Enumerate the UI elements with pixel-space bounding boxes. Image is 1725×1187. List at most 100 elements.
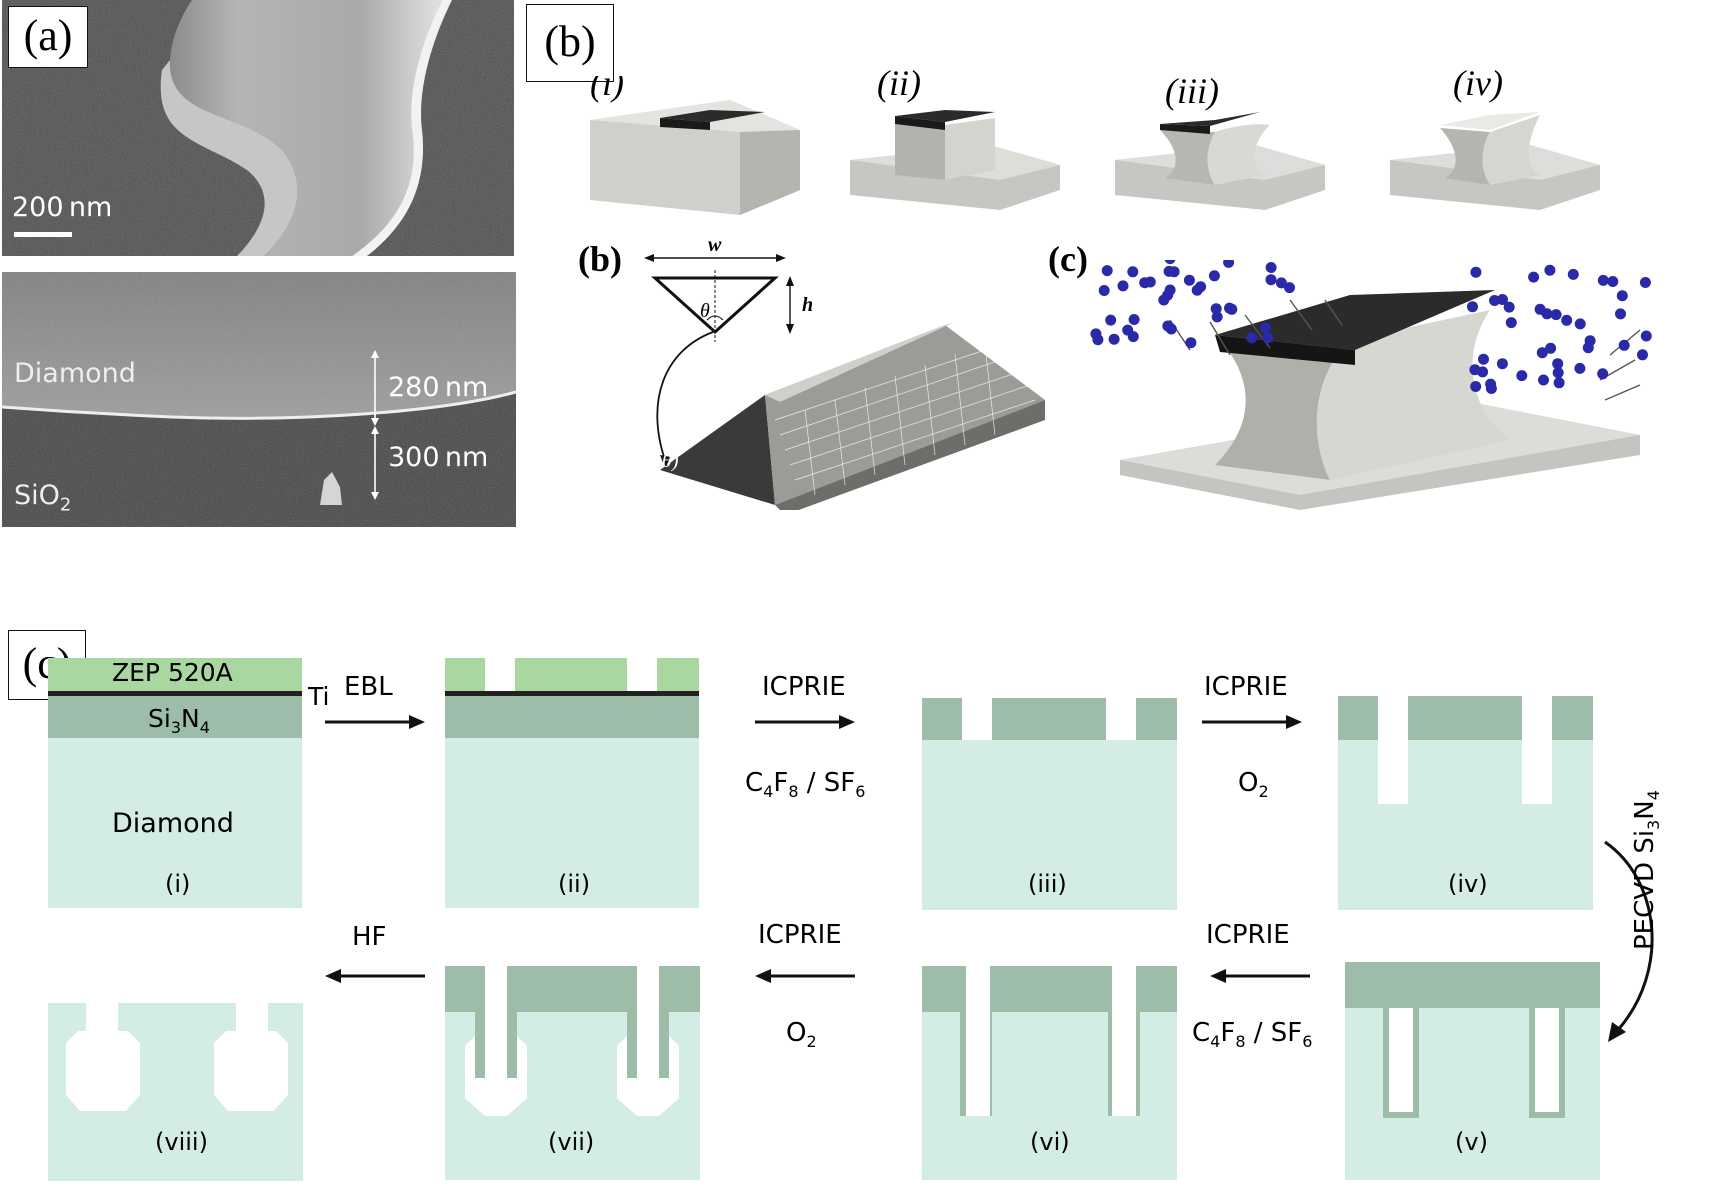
ion-particle: [1208, 270, 1220, 282]
ion-particle: [1550, 309, 1562, 321]
label-hf: HF: [352, 922, 387, 952]
step-label-c-ii: (ii): [558, 870, 591, 898]
ion-particle: [1545, 342, 1557, 354]
nitride-label: Si3N4: [148, 704, 210, 737]
step-label-c-iii: (iii): [1028, 870, 1067, 898]
render-step-iv: [1390, 112, 1600, 210]
ion-particle: [1092, 334, 1104, 346]
stack-iii: [922, 698, 1177, 910]
label-icprie-2: ICPRIE: [1204, 672, 1288, 702]
sub-b-label: (b): [578, 239, 622, 279]
theta-arc-label: θ): [662, 450, 679, 472]
zep-block-mid: [515, 658, 627, 691]
ion-particle: [1485, 378, 1497, 390]
ion-particle: [1478, 353, 1489, 365]
ion-particle: [1139, 277, 1151, 289]
step-label-c-i: (i): [165, 870, 191, 898]
nitride-layer: [48, 696, 302, 738]
ion-particle: [1127, 331, 1139, 343]
ion-particle: [1164, 260, 1176, 265]
panel-b-label: (b): [526, 4, 614, 82]
triangle-cross-section: [644, 254, 794, 342]
thickness-arrows: [371, 350, 379, 500]
step-label-iv: (iv): [1453, 63, 1503, 103]
ion-particle: [1101, 265, 1113, 277]
ion-particle: [1639, 277, 1651, 288]
ion-particle: [1477, 366, 1489, 378]
render-step-iii: [1115, 112, 1325, 210]
label-gas-c4f8-sf6-1: C4F8 / SF6: [745, 768, 866, 802]
ion-etch-render: [1120, 290, 1641, 510]
ion-particle: [1262, 332, 1274, 344]
ion-particle: [1105, 314, 1117, 326]
h-label: h: [802, 294, 814, 316]
ion-particle: [1185, 337, 1197, 349]
ion-particle: [1516, 370, 1528, 382]
step-label-c-v: (v): [1455, 1128, 1488, 1156]
arrow-right-icprie-2: [1202, 715, 1302, 729]
zep-block-right: [657, 658, 699, 691]
ion-particle: [1224, 302, 1235, 314]
zep-layer: [48, 658, 302, 691]
stack-vii: [445, 966, 700, 1180]
stack-i: [48, 658, 302, 908]
ion-particle: [1538, 374, 1549, 386]
thickness-label-top: 280 nm: [388, 372, 489, 403]
ion-particle: [1210, 303, 1222, 315]
ion-particle: [1284, 282, 1295, 294]
ti-layer: [445, 691, 699, 696]
label-o2-2: O2: [786, 1018, 817, 1052]
arrow-left-icprie-2: [1210, 969, 1310, 983]
ion-particle: [1497, 294, 1508, 305]
ion-particle: [1505, 317, 1517, 329]
ion-particle: [1552, 358, 1564, 370]
diamond-label: Diamond: [112, 808, 234, 839]
ion-particle: [1108, 333, 1120, 345]
panel-a: (a) 200 nm Diamond SiO2 280 nm 300 nm: [0, 0, 520, 530]
ion-particle: [1503, 301, 1515, 313]
scale-bar-label: 200 nm: [12, 192, 113, 223]
step-label-c-vi: (vi): [1030, 1128, 1070, 1156]
layer-label-diamond: Diamond: [14, 358, 136, 389]
ion-particle: [1183, 274, 1195, 286]
render-step-i: [590, 100, 800, 215]
ion-particle: [1496, 358, 1508, 370]
step-label-c-viii: (viii): [155, 1128, 208, 1156]
ion-particle: [1567, 268, 1579, 280]
stack-iv: [1338, 696, 1593, 910]
label-o2-1: O2: [1238, 768, 1269, 802]
label-icprie-4: ICPRIE: [1206, 920, 1290, 950]
panel-b: (b) (i) (ii) (iii) (iv) (b): [520, 0, 1725, 530]
ion-particle: [1470, 266, 1482, 278]
ion-particle: [1191, 284, 1203, 296]
ion-particle: [1165, 323, 1177, 335]
stack-ii: [445, 658, 699, 908]
stack-v: [1345, 962, 1600, 1180]
ion-particle: [1168, 266, 1180, 278]
ion-particle: [1211, 311, 1223, 323]
label-icprie-3: ICPRIE: [758, 920, 842, 950]
arrow-right-ebl: [325, 715, 425, 729]
label-pecvd: PECVD Si3N4: [1630, 790, 1664, 950]
ion-particle: [1615, 308, 1626, 320]
ion-particle: [1616, 290, 1628, 302]
ion-particle: [1544, 264, 1556, 276]
label-icprie-1: ICPRIE: [762, 672, 846, 702]
ion-particle: [1637, 349, 1648, 361]
zep-label: ZEP 520A: [112, 658, 233, 687]
step-label-ii: (ii): [877, 63, 921, 103]
ion-particle: [1584, 335, 1596, 347]
nitride-layer: [445, 696, 699, 738]
triangular-beam-render: [656, 322, 1045, 510]
ion-particle: [1640, 330, 1652, 342]
render-step-ii: [850, 110, 1060, 210]
step-label-iii: (iii): [1165, 71, 1219, 111]
w-label: w: [708, 234, 722, 256]
sem-image-bottom: [2, 272, 516, 527]
ion-particle: [1246, 332, 1258, 344]
label-gas-c4f8-sf6-2: C4F8 / SF6: [1192, 1018, 1313, 1052]
layer-label-sio2: SiO2: [14, 480, 72, 516]
ion-particle: [1618, 339, 1630, 351]
ion-particle: [1607, 276, 1619, 287]
ion-particle: [1259, 322, 1271, 334]
